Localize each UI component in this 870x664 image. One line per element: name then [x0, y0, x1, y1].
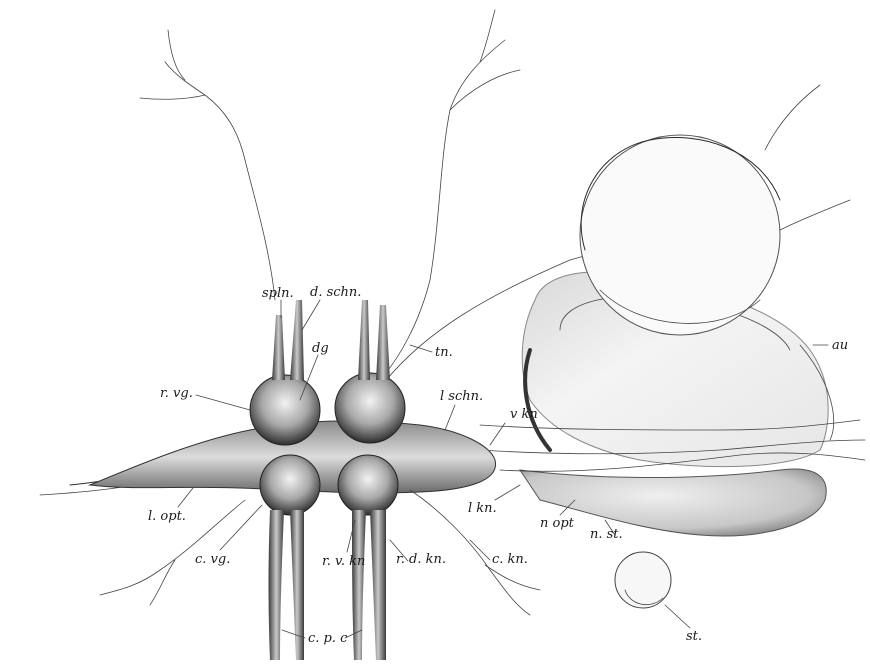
leader-tn: [410, 345, 432, 352]
right-stalk-1: [358, 300, 370, 380]
label-rvkn: r. v. kn: [322, 554, 365, 569]
label-vkn: v kn: [510, 407, 538, 422]
left-upper-branch-2: [168, 30, 185, 80]
label-nst: n. st.: [590, 527, 623, 542]
left-pedal-ganglion: [260, 455, 320, 515]
label-st: st.: [686, 629, 702, 644]
label-tn: tn.: [435, 345, 453, 360]
left-connective-1: [269, 510, 285, 660]
leader-lopt: [178, 488, 193, 507]
leader-lkn: [495, 485, 520, 500]
label-lopt: l. opt.: [148, 509, 186, 524]
leader-rvg: [196, 395, 250, 410]
label-cvg: c. vg.: [195, 552, 230, 567]
left-stalk-1: [272, 315, 285, 380]
label-lkn: l kn.: [468, 501, 497, 516]
upper-sphere-top-branch: [765, 85, 820, 150]
label-rvg: r. vg.: [160, 386, 193, 401]
right-upper-nerve: [375, 40, 505, 385]
right-stalk-2: [376, 305, 390, 380]
left-upper-branch: [140, 95, 205, 99]
right-connective-1: [352, 510, 366, 660]
right-upper-branch-2: [480, 10, 495, 62]
label-cpc: c. p. c: [308, 631, 348, 646]
left-stalk-2: [290, 300, 304, 380]
left-cerebral-ganglion: [250, 375, 320, 445]
label-au: au: [832, 338, 848, 353]
leader-lschn: [445, 405, 455, 430]
label-nopt: n opt: [540, 516, 575, 531]
label-rdkn: r. d. kn.: [396, 552, 446, 567]
left-upper-nerve: [165, 62, 275, 300]
left-connective-2: [290, 510, 304, 660]
upper-sphere-right-branch: [780, 200, 850, 230]
right-lower-nerve-branch: [485, 565, 540, 590]
upper-sphere: [580, 135, 780, 335]
leader-cvg: [220, 505, 262, 550]
label-dschn: d. schn.: [310, 285, 361, 300]
label-dg: dg: [312, 341, 329, 356]
label-lschn: l schn.: [440, 389, 483, 404]
leader-dschn: [302, 300, 320, 330]
label-ckn: c. kn.: [492, 552, 528, 567]
leader-st: [665, 605, 690, 628]
left-lower-nerve-branch: [150, 560, 175, 605]
right-upper-branch: [450, 70, 520, 110]
right-cerebral-ganglion: [335, 373, 405, 443]
leader-ckn: [470, 540, 490, 560]
right-pedal-ganglion: [338, 455, 398, 515]
label-spln: spln.: [262, 286, 294, 301]
right-connective-2: [370, 510, 386, 660]
statocyst-sphere: [615, 552, 671, 608]
